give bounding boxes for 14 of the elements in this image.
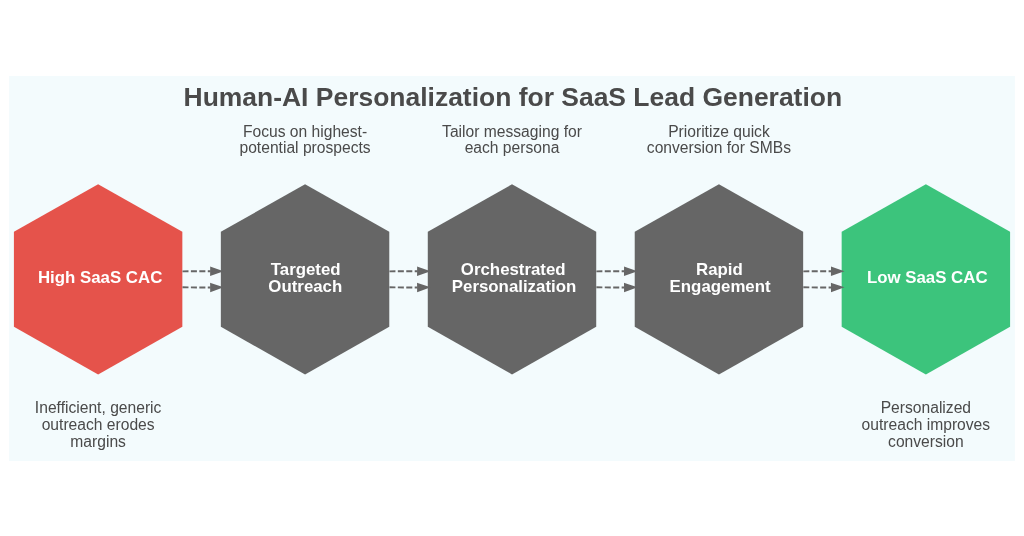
arrow (595, 282, 638, 292)
arrow (802, 266, 845, 276)
arrow (181, 282, 224, 292)
node-label: Tailor messaging for each persona (442, 122, 582, 156)
node-label: Focus on highest-potential prospects (239, 122, 371, 156)
arrow (181, 266, 224, 276)
arrow (388, 266, 431, 276)
node-label: Personalized outreach improves conversion (861, 398, 991, 450)
arrow (802, 282, 845, 292)
node-label: Inefficient, generic outreach erodes margins (34, 398, 162, 450)
arrow (595, 266, 638, 276)
arrow (388, 282, 431, 292)
node-label: Prioritize quick conversion for SMBs (646, 122, 792, 156)
diagram-title: Human-AI Personalization for SaaS Lead Generation (183, 81, 843, 112)
